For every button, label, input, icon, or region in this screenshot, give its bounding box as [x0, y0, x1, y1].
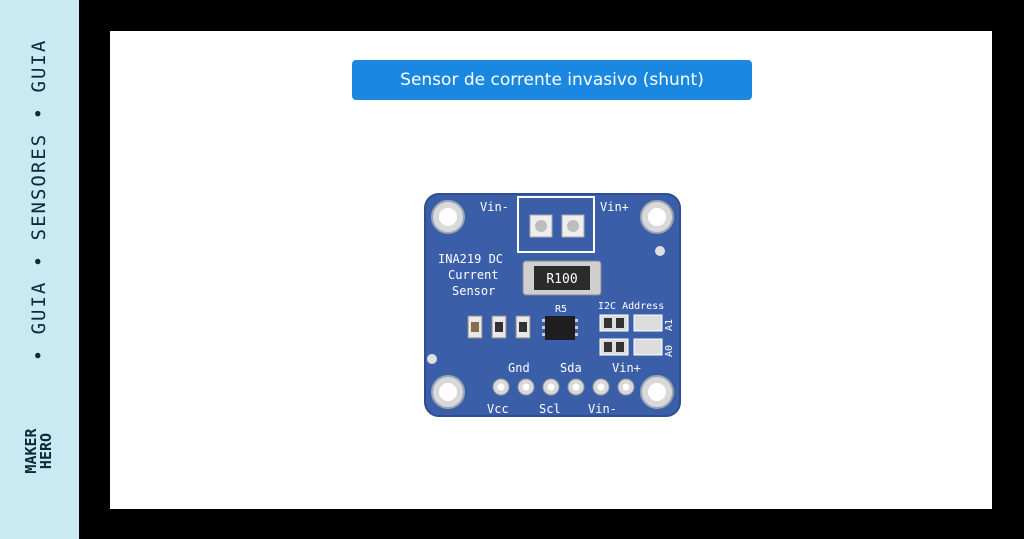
smd-components-icon — [467, 315, 531, 339]
ina219-board-drawing: Vin- Vin+ INA219 DC Current Sensor R100 … — [424, 193, 681, 417]
board-name-line1: INA219 DC — [438, 252, 503, 266]
pin-label-scl: Scl — [539, 402, 561, 416]
via-dot — [655, 246, 665, 256]
pcb — [424, 193, 681, 417]
shunt-resistor-core — [534, 266, 590, 290]
via-dot — [427, 354, 437, 364]
page-title: Sensor de corrente invasivo (shunt) — [352, 60, 752, 100]
content-panel: Sensor de corrente invasivo (shunt) — [110, 31, 992, 509]
board-name-line2: Current — [448, 268, 499, 282]
sensor-board-image: Vin- Vin+ INA219 DC Current Sensor R100 … — [420, 191, 685, 423]
pin-label-vin-minus: Vin- — [588, 402, 617, 416]
mounting-hole-icon — [431, 200, 465, 234]
mounting-hole-icon — [431, 375, 465, 409]
mounting-hole-icon — [640, 375, 674, 409]
screw-terminal-icon — [529, 214, 585, 238]
logo-line-hero: HERO — [37, 432, 55, 470]
a1-label: A1 — [664, 319, 675, 331]
header-pins-icon — [492, 378, 635, 396]
pin-label-gnd: Gnd — [508, 361, 530, 375]
pin-label-vcc: Vcc — [487, 402, 509, 416]
shunt-marking: R100 — [546, 272, 577, 287]
shunt-ref-label: R5 — [555, 304, 567, 315]
label-top-vin-minus: Vin- — [480, 200, 509, 214]
makerhero-logo: MAKER HERO — [22, 428, 55, 473]
terminal-outline — [517, 196, 595, 253]
i2c-address-label: I2C Address — [598, 301, 664, 312]
a0-label: A0 — [664, 345, 675, 357]
mounting-hole-icon — [640, 200, 674, 234]
address-jumper-icon — [599, 314, 663, 356]
label-top-vin-plus: Vin+ — [600, 200, 629, 214]
sidebar-guide-text: • GUIA • SENSORES • GUIA — [28, 38, 50, 362]
sidebar: • GUIA • SENSORES • GUIA MAKER HERO — [0, 0, 79, 539]
pin-label-sda: Sda — [560, 361, 582, 375]
ina219-chip-icon — [542, 316, 578, 340]
pin-label-vin-plus: Vin+ — [612, 361, 641, 375]
board-name-line3: Sensor — [452, 284, 495, 298]
